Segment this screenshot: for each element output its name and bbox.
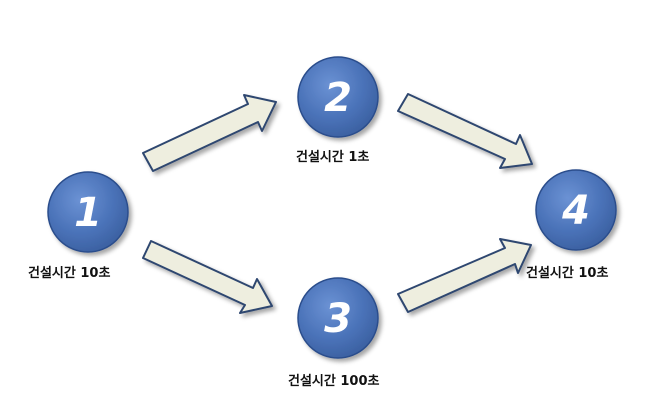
node-4-label: 4	[561, 188, 590, 234]
node-3-caption: 건설시간 100초	[288, 374, 380, 389]
node-4: 4	[535, 169, 617, 251]
node-1-caption: 건설시간 10초	[28, 266, 111, 281]
arrow-1-to-2	[142, 94, 277, 172]
node-2: 2	[297, 56, 379, 138]
node-3-label: 3	[324, 296, 352, 342]
node-3: 3	[297, 277, 379, 359]
node-1-label: 1	[74, 190, 102, 236]
edge-3-4	[397, 238, 532, 313]
node-2-circle	[297, 56, 379, 138]
node-1: 1	[47, 171, 129, 253]
node-2-label: 2	[324, 75, 352, 121]
arrow-1-to-3	[142, 240, 273, 314]
node-3-circle	[297, 277, 379, 359]
edge-1-3	[142, 240, 273, 314]
node-2-caption: 건설시간 1초	[296, 150, 370, 165]
node-4-circle	[535, 169, 617, 251]
edge-1-2	[142, 94, 277, 172]
arrow-2-to-4	[397, 93, 533, 169]
node-1-circle	[47, 171, 129, 253]
arrow-3-to-4	[397, 238, 532, 313]
edge-2-4	[397, 93, 533, 169]
node-4-caption: 건설시간 10초	[526, 266, 609, 281]
